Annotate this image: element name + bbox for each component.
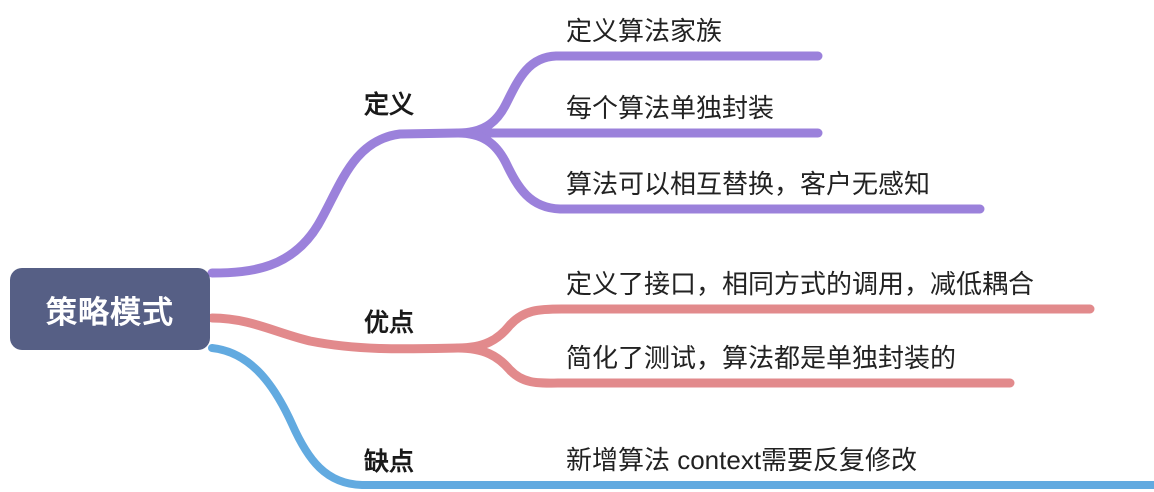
branch-label-advantages[interactable]: 优点 [363,309,415,337]
branch-stem-definition [207,128,463,278]
leaf-label-context-repeated-modification[interactable]: 新增算法 context需要反复修改 [566,445,918,475]
branch-label-definition[interactable]: 定义 [363,91,415,119]
leaf-label-define-algorithm-family[interactable]: 定义算法家族 [566,16,723,46]
branch-stem-disadvantages [208,344,1154,489]
leaf-label-algorithms-interchangeable[interactable]: 算法可以相互替换，客户无感知 [566,169,931,199]
branch-label-disadvantages[interactable]: 缺点 [363,448,415,476]
root-node-label: 策略模式 [46,294,174,330]
branch-fork-definition-3 [453,128,985,214]
branch-fork-advantages-1 [453,304,1095,353]
leaf-label-defines-interface-reduces-coupling[interactable]: 定义了接口，相同方式的调用，减低耦合 [566,269,1035,299]
root-node[interactable]: 策略模式 [10,268,210,350]
branch-stem-advantages [207,313,463,354]
leaf-label-simplifies-testing[interactable]: 简化了测试，算法都是单独封装的 [566,343,957,373]
branch-fork-advantages-2 [453,343,1015,388]
leaf-label-encapsulate-each-algorithm[interactable]: 每个算法单独封装 [566,93,775,123]
